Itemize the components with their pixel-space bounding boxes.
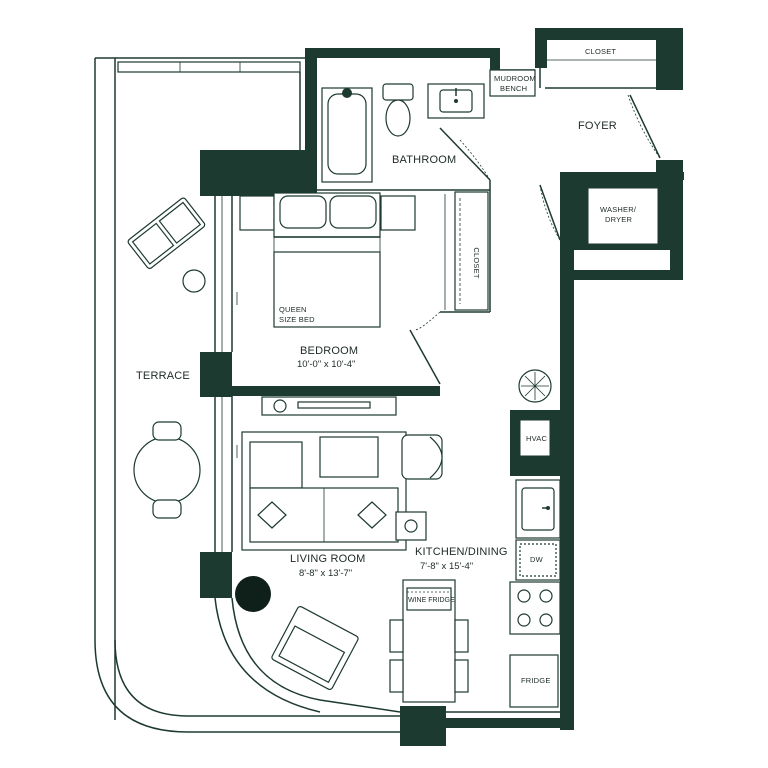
wine-fridge-label: WINE FRIDGE bbox=[408, 597, 455, 604]
accent-chair bbox=[395, 434, 443, 541]
bed-label-1: QUEEN bbox=[279, 305, 307, 314]
hvac-label: HVAC bbox=[526, 434, 547, 443]
bedroom-dimensions: 10'-0" x 10'-4" bbox=[297, 359, 355, 370]
living-room-label: LIVING ROOM bbox=[290, 553, 366, 565]
kitchen-dining-dimensions: 7'-8" x 15'-4" bbox=[420, 561, 473, 572]
living-room-dimensions: 8'-8" x 13'-7" bbox=[299, 568, 352, 579]
mudroom-label: MUDROOM bbox=[494, 74, 536, 83]
tv-console bbox=[261, 396, 397, 416]
bed-label-2: SIZE BED bbox=[279, 315, 315, 324]
mudroom-bench bbox=[489, 69, 536, 97]
foyer-label: FOYER bbox=[578, 120, 617, 132]
armchair-icon bbox=[127, 197, 206, 293]
terrace-boundary bbox=[94, 57, 400, 733]
sink-icon bbox=[427, 83, 485, 119]
bedroom-label: BEDROOM bbox=[300, 345, 358, 357]
foyer-closet-label: CLOSET bbox=[585, 47, 616, 56]
dining-table bbox=[133, 421, 201, 519]
round-ottoman bbox=[235, 576, 271, 612]
plant-icon bbox=[518, 369, 552, 403]
fridge bbox=[509, 654, 559, 708]
kitchen-dining-label: KITCHEN/DINING bbox=[415, 546, 508, 558]
door-swing-icon bbox=[409, 94, 661, 385]
kitchen-island bbox=[389, 579, 469, 703]
washer-label: WASHER/ bbox=[600, 205, 637, 214]
armchair-icon bbox=[271, 606, 359, 690]
sofa-icon bbox=[241, 431, 407, 551]
kitchen-counter bbox=[515, 479, 561, 581]
bedroom-closet-label: CLOSET bbox=[472, 247, 481, 278]
bedroom-closet bbox=[444, 191, 489, 311]
bathtub-icon bbox=[321, 87, 373, 183]
bed-icon bbox=[239, 192, 416, 328]
bathroom-label: BATHROOM bbox=[392, 154, 456, 166]
dw-label: DW bbox=[530, 555, 544, 564]
dryer-label: DRYER bbox=[605, 215, 633, 224]
bench-label: BENCH bbox=[500, 84, 527, 93]
toilet-icon bbox=[382, 83, 414, 137]
stove-icon bbox=[509, 581, 561, 635]
terrace-label: TERRACE bbox=[136, 370, 190, 382]
fridge-label: FRIDGE bbox=[521, 676, 551, 685]
